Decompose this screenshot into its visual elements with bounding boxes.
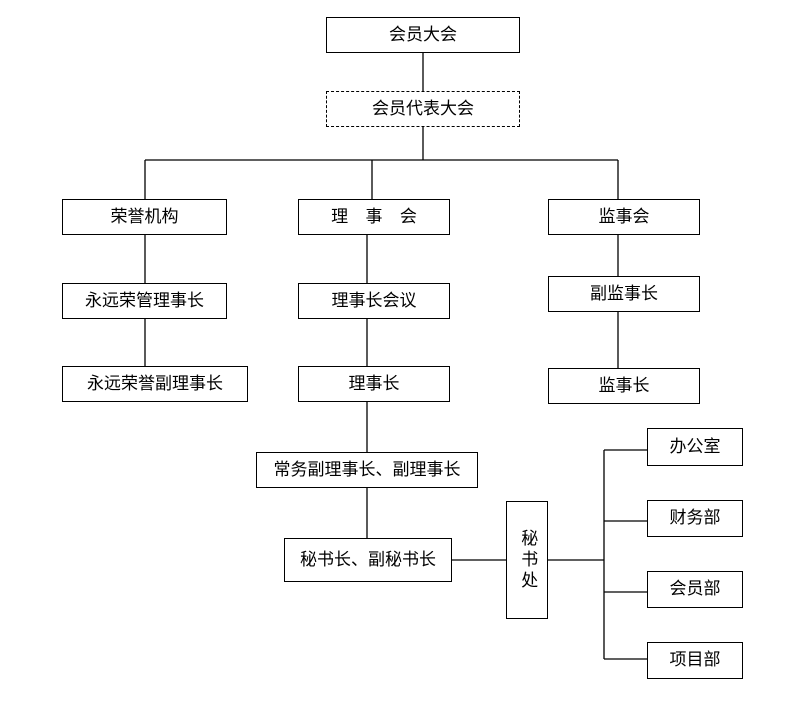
node-executive-vice-chairman: 常务副理事长、副理事长 — [256, 452, 478, 488]
node-secretary-general: 秘书长、副秘书长 — [284, 538, 452, 582]
node-representative-assembly: 会员代表大会 — [326, 91, 520, 127]
node-permanent-honorary-vice-chairman: 永远荣誉副理事长 — [62, 366, 248, 402]
node-deputy-supervisor: 副监事长 — [548, 276, 700, 312]
node-finance-dept: 财务部 — [647, 500, 743, 537]
node-general-assembly: 会员大会 — [326, 17, 520, 53]
node-permanent-honorary-chairman: 永远荣管理事长 — [62, 283, 227, 319]
node-chairman-meeting: 理事长会议 — [298, 283, 450, 319]
node-office: 办公室 — [647, 428, 743, 466]
node-secretariat: 秘书处 — [506, 501, 548, 619]
node-chairman: 理事长 — [298, 366, 450, 402]
node-supervisory-board: 监事会 — [548, 199, 700, 235]
node-membership-dept: 会员部 — [647, 571, 743, 608]
node-supervisor: 监事长 — [548, 368, 700, 404]
node-honorary-body: 荣誉机构 — [62, 199, 227, 235]
node-project-dept: 项目部 — [647, 642, 743, 679]
node-council: 理 事 会 — [298, 199, 450, 235]
